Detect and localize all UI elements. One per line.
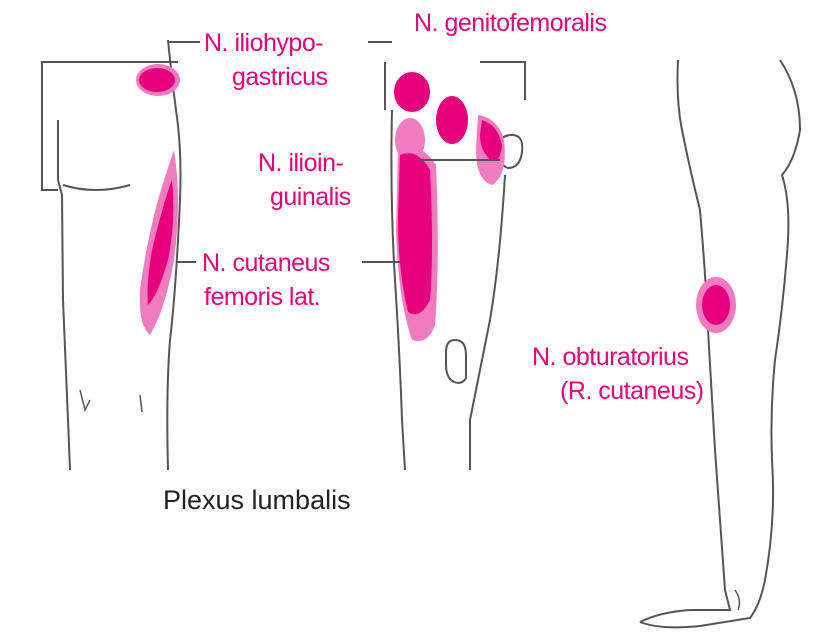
posterior-leg-outline-left (58, 120, 70, 470)
label-obturatorius-line1: N. obturatorius (532, 342, 688, 372)
label-iliohypogastricus-line2: gastricus (232, 62, 328, 92)
posterior-view-figure (42, 40, 181, 470)
anterior-view-figure (385, 62, 525, 470)
anterior-leg-outline-right (470, 175, 505, 470)
genitofemoralis-area-2 (436, 96, 468, 144)
posterior-knee-line (80, 390, 142, 412)
figure-caption: Plexus lumbalis (163, 485, 351, 516)
label-genitofemoralis: N. genitofemoralis (414, 8, 606, 38)
label-ilioinguinalis-line1: N. ilioin- (258, 148, 343, 178)
label-cutaneus-femoris-line2: femoris lat. (204, 282, 320, 312)
label-cutaneus-femoris-line1: N. cutaneus (202, 248, 330, 278)
lateral-leg-front-outline (640, 60, 730, 622)
obturatorius-area (702, 285, 730, 325)
genitofemoralis-area-1 (394, 72, 430, 112)
label-ilioinguinalis-line2: guinalis (270, 182, 351, 212)
kneecap-outline (446, 340, 466, 383)
iliohypogastricus-area (139, 68, 175, 92)
posterior-gluteal-fold (63, 185, 130, 190)
label-obturatorius-line2: (R. cutaneus) (560, 376, 704, 406)
label-iliohypogastricus-line1: N. iliohypo- (204, 28, 323, 58)
lateral-ankle-outline (735, 590, 739, 610)
